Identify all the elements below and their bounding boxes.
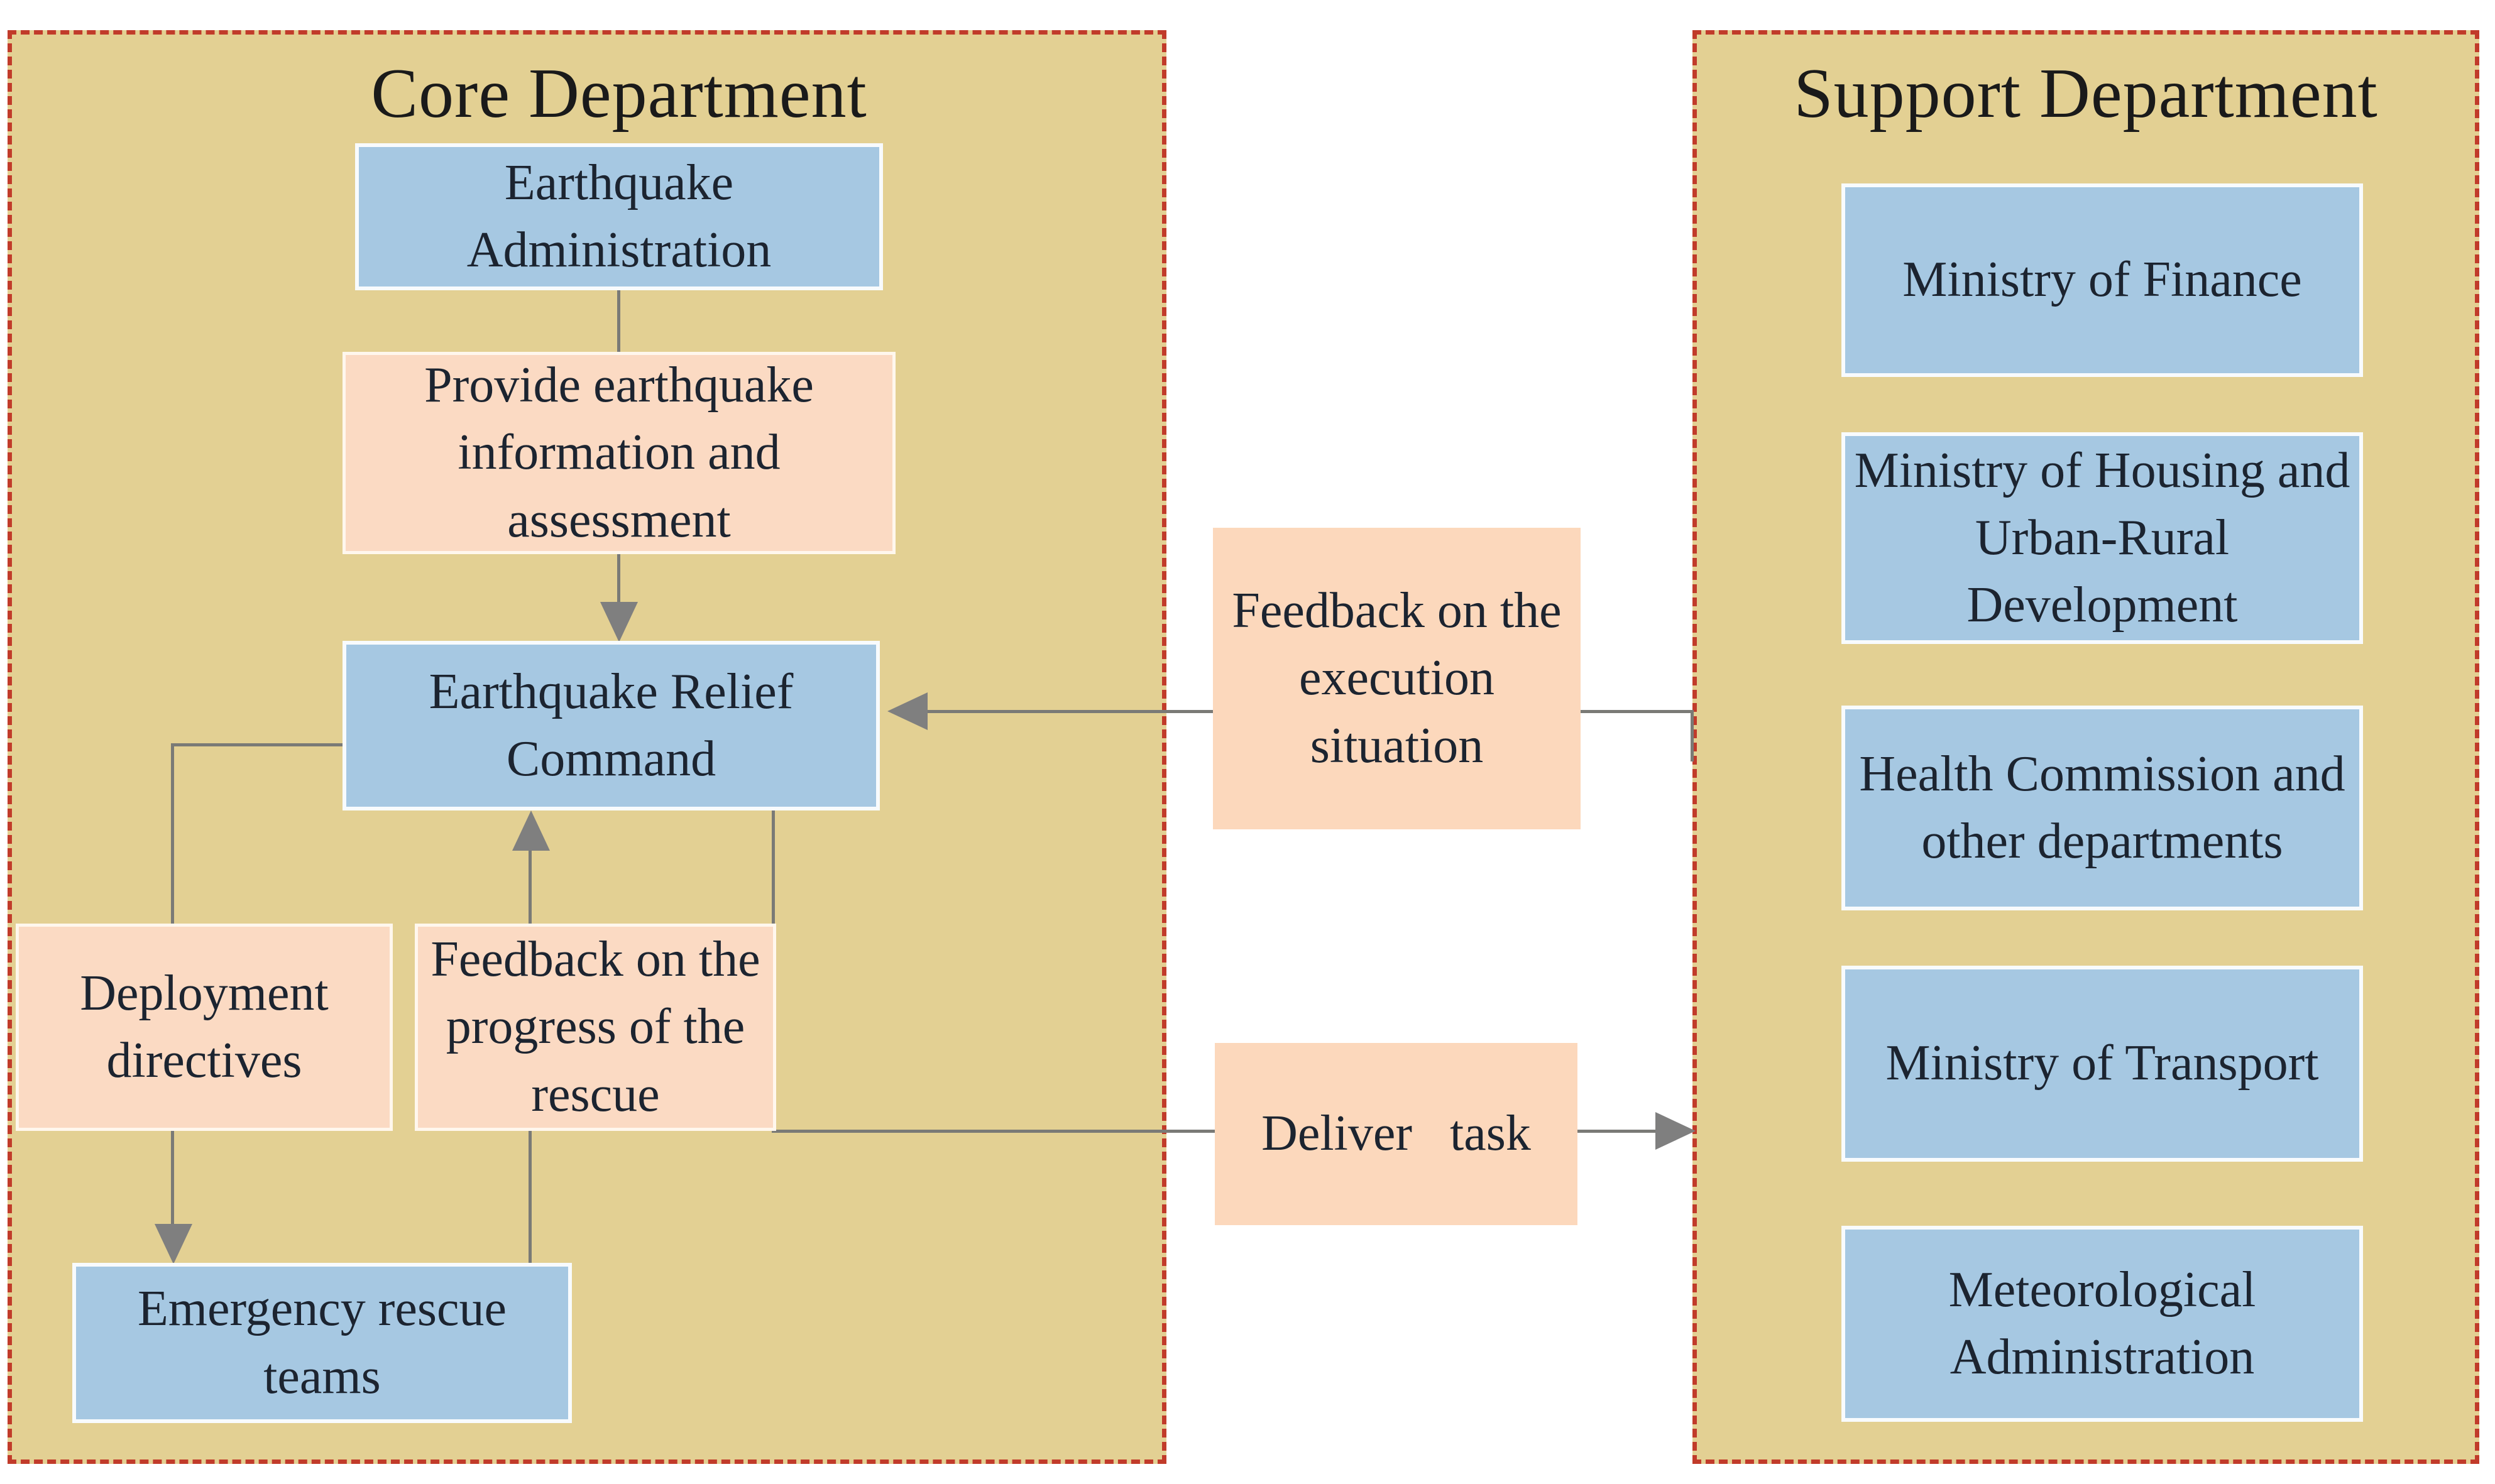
node-health-commission-label: Health Commission and other departments xyxy=(1859,746,2345,869)
arrowhead-into-relief-right xyxy=(887,692,928,730)
node-deployment-directives: Deployment directives xyxy=(16,924,393,1131)
node-provide-info: Provide earthquake information and asses… xyxy=(343,352,896,554)
connector-execution-right-horizontal xyxy=(1581,710,1694,713)
node-meteorological-administration-label: Meteorological Administration xyxy=(1948,1262,2256,1385)
arrowhead-into-relief-top xyxy=(600,602,638,642)
connector-deliver-right-horizontal xyxy=(1577,1130,1659,1133)
node-provide-info-label: Provide earthquake information and asses… xyxy=(424,357,814,548)
connector-relief-left-horizontal xyxy=(171,743,344,746)
node-ministry-of-finance: Ministry of Finance xyxy=(1841,183,2363,377)
connector-admin-to-provide xyxy=(617,289,620,353)
node-relief-command: Earthquake Relief Command xyxy=(343,641,880,810)
node-relief-command-label: Earthquake Relief Command xyxy=(429,663,794,787)
connector-deliver-left-horizontal xyxy=(772,1130,1215,1133)
node-ministry-of-finance-label: Ministry of Finance xyxy=(1902,252,2302,308)
node-ministry-of-transport-label: Ministry of Transport xyxy=(1885,1035,2319,1091)
support-department-title: Support Department xyxy=(1794,55,2378,133)
node-meteorological-administration: Meteorological Administration xyxy=(1841,1226,2363,1422)
node-emergency-teams: Emergency rescue teams xyxy=(72,1263,572,1423)
node-emergency-teams-label: Emergency rescue teams xyxy=(137,1281,507,1404)
node-health-commission: Health Commission and other departments xyxy=(1841,706,2363,910)
node-deployment-directives-label: Deployment directives xyxy=(80,965,329,1088)
node-ministry-of-transport: Ministry of Transport xyxy=(1841,966,2363,1162)
connector-emergency-to-feedback-line xyxy=(529,1131,532,1264)
node-ministry-of-housing-label: Ministry of Housing and Urban-Rural Deve… xyxy=(1854,442,2350,633)
node-ministry-of-housing: Ministry of Housing and Urban-Rural Deve… xyxy=(1841,432,2363,644)
core-department-title: Core Department xyxy=(371,55,867,133)
arrowhead-into-relief-bottom xyxy=(512,810,550,851)
arrowhead-into-emergency-teams xyxy=(155,1224,192,1264)
node-feedback-execution: Feedback on the execution situation xyxy=(1213,528,1581,829)
connector-feedback-to-relief-line xyxy=(529,849,532,925)
connector-provide-to-relief-line xyxy=(617,553,620,604)
connector-execution-border-stub xyxy=(1691,710,1694,761)
node-earthquake-administration-label: Earthquake Administration xyxy=(466,155,772,278)
node-deliver-task-label: Deliver task xyxy=(1261,1106,1531,1162)
arrowhead-into-support-panel xyxy=(1655,1112,1696,1150)
node-feedback-execution-label: Feedback on the execution situation xyxy=(1232,583,1562,773)
node-feedback-progress-label: Feedback on the progress of the rescue xyxy=(430,932,760,1122)
node-feedback-progress: Feedback on the progress of the rescue xyxy=(415,924,776,1131)
node-earthquake-administration: Earthquake Administration xyxy=(355,143,883,290)
node-deliver-task: Deliver task xyxy=(1215,1043,1577,1225)
connector-execution-left-horizontal xyxy=(927,710,1215,713)
